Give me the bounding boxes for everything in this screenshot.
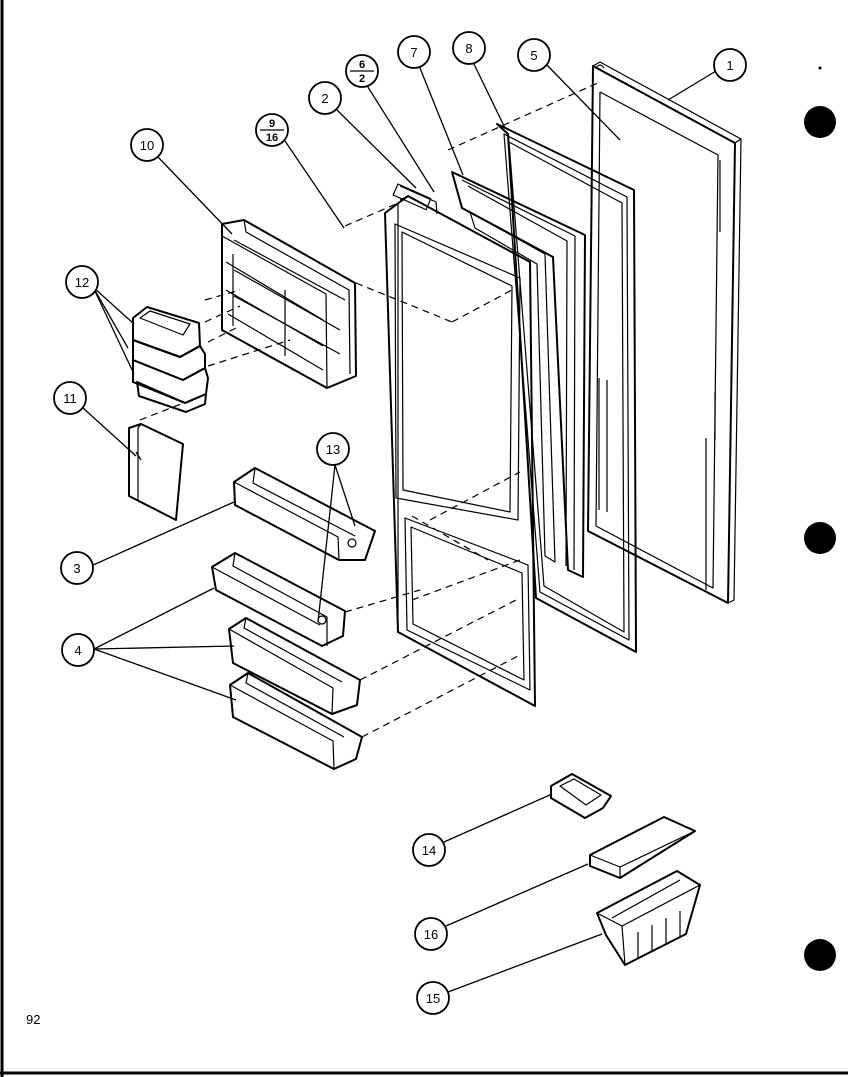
callout-6-2-bottom: 2 (359, 73, 365, 85)
binder-hole-top (804, 106, 836, 138)
callout-bin: 15 (416, 981, 450, 1015)
callout-3: 3 (60, 551, 94, 585)
callout-2: 2 (308, 81, 342, 115)
callout-7: 7 (397, 35, 431, 69)
callout-11-label: 11 (63, 391, 77, 406)
callout-8-label: 8 (465, 41, 472, 56)
callout-lid-label: 16 (424, 927, 438, 942)
callout-bin-label: 15 (426, 991, 440, 1006)
callout-9-16-top: 9 (269, 118, 275, 130)
callout-9-16: 9 16 (255, 113, 289, 147)
breaker-frame (451, 171, 586, 578)
cover-panel (128, 423, 184, 521)
callout-10-label: 10 (140, 138, 154, 153)
door-shelf-2 (228, 617, 361, 715)
callout-14: 14 (412, 833, 446, 867)
binder-hole-bottom (804, 939, 836, 971)
speck (818, 66, 822, 70)
door-shelf-3 (229, 672, 363, 770)
callout-13-label: 13 (326, 442, 340, 457)
door-liner (384, 183, 536, 707)
leader-lines (82, 59, 717, 993)
callout-14-label: 14 (422, 843, 436, 858)
callout-6-2: 6 2 (345, 54, 379, 88)
callout-4: 4 (61, 633, 95, 667)
page-number: 92 (26, 1012, 41, 1027)
callout-10: 10 (130, 128, 164, 162)
door-shelf-upper (233, 467, 376, 561)
callout-5-label: 5 (530, 48, 537, 63)
callout-7-label: 7 (410, 45, 417, 60)
callout-lid: 16 (414, 917, 448, 951)
callout-12: 12 (65, 265, 99, 299)
callout-1: 1 (713, 48, 747, 82)
callout-1-label: 1 (726, 58, 733, 73)
shelf-frame (221, 219, 357, 389)
callout-5: 5 (517, 38, 551, 72)
callout-11: 11 (53, 381, 87, 415)
ice-bin (596, 870, 701, 966)
callout-12-label: 12 (75, 275, 89, 290)
ice-bin-lid (589, 816, 696, 879)
door-outer-panel (587, 61, 742, 604)
callout-4-label: 4 (74, 643, 81, 658)
callout-3-label: 3 (73, 561, 80, 576)
callout-8: 8 (452, 31, 486, 65)
door-shelf-1 (211, 552, 346, 647)
stacked-bins (132, 306, 209, 413)
callout-13: 13 (316, 432, 350, 466)
small-tray (550, 773, 612, 819)
binder-hole-middle (804, 522, 836, 554)
callout-6-2-top: 6 (359, 59, 365, 71)
callout-2-label: 2 (321, 91, 328, 106)
callout-9-16-bottom: 16 (266, 132, 278, 144)
